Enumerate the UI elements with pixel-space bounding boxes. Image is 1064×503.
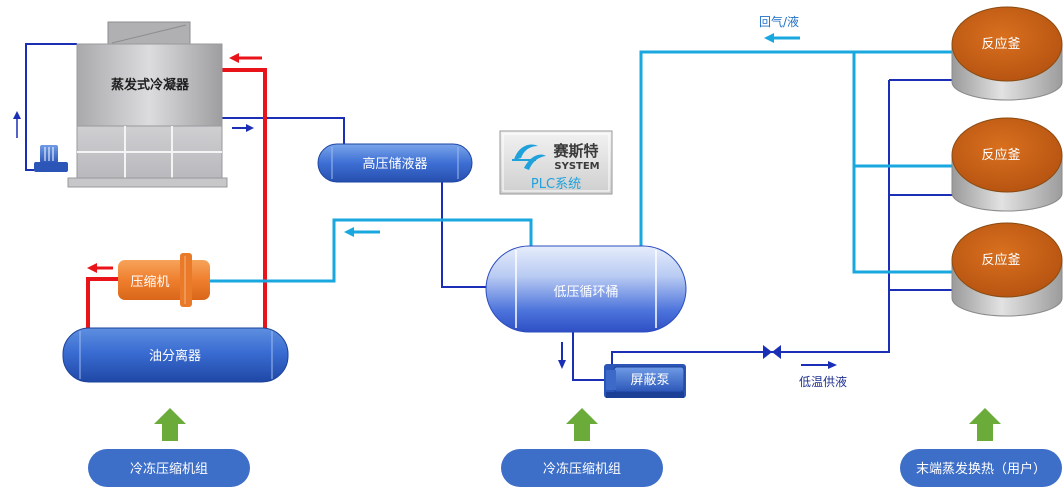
logo-brand: 赛斯特 (552, 142, 598, 160)
return-arrow-icon (764, 33, 800, 43)
condensate-arrow-icon (232, 124, 254, 132)
logo-subtitle: PLC系统 (531, 177, 581, 192)
evaporative-condenser: 蒸发式冷凝器 (67, 21, 228, 188)
oil-separator-label: 油分离器 (149, 348, 201, 364)
discharge-arrow-icon (87, 263, 113, 273)
flow-arrows (13, 33, 837, 369)
condenser-label: 蒸发式冷凝器 (111, 77, 190, 93)
canned-pump: 屏蔽泵 (604, 364, 686, 398)
reactor-2: 反应釜 (951, 117, 1063, 212)
drum-to-pump-pipe (572, 330, 607, 381)
receiver-label: 高压储液器 (362, 156, 427, 172)
logo-brand-en: SYSTEM (554, 161, 599, 172)
group-pill-left: 冷冻压缩机组 (88, 449, 250, 487)
group-arrow-middle-icon (566, 408, 598, 441)
hot-gas-arrow-icon (229, 53, 262, 63)
group-right-label: 末端蒸发换热（用户） (916, 461, 1046, 477)
reactor-2-label: 反应釜 (981, 147, 1020, 163)
reactor-1: 反应釜 (951, 6, 1063, 101)
suction-pipe (210, 218, 533, 283)
oil-separator: 油分离器 (62, 327, 289, 383)
high-pressure-receiver: 高压储液器 (317, 143, 473, 183)
group-left-label: 冷冻压缩机组 (130, 461, 208, 477)
pipes (25, 43, 954, 381)
reactor-1-label: 反应釜 (981, 36, 1020, 52)
supply-arrow-icon (801, 361, 837, 369)
drum-outlet-arrow-icon (558, 342, 566, 369)
group-pill-right: 末端蒸发换热（用户） (900, 449, 1062, 487)
separator-to-condenser-pipe (222, 68, 267, 330)
suction-arrow-icon (344, 227, 380, 237)
system-logo-icon (512, 144, 546, 170)
compressor-label: 压缩机 (130, 274, 169, 290)
plc-logo: 赛斯特 SYSTEM PLC系统 (499, 130, 613, 195)
return-gas-liquid-label: 回气/液 (759, 14, 799, 29)
condenser-to-receiver-pipe (222, 117, 345, 144)
drum-label: 低压循环桶 (553, 285, 618, 300)
condenser-pump-icon (34, 145, 68, 172)
group-middle-label: 冷冻压缩机组 (543, 461, 621, 477)
group-pill-middle: 冷冻压缩机组 (501, 449, 663, 487)
supply-pipe (611, 80, 890, 364)
return-pipe (639, 50, 954, 274)
reactor-3: 反应釜 (951, 222, 1063, 317)
low-temp-supply-label: 低温供液 (799, 374, 847, 389)
reactor-3-label: 反应釜 (981, 252, 1020, 268)
low-pressure-drum: 低压循环桶 (485, 245, 687, 333)
compressor-to-separator-pipe (86, 277, 118, 330)
group-arrow-left-icon (154, 408, 186, 441)
valve-icon (763, 345, 781, 359)
compressor: 压缩机 (118, 253, 210, 307)
pump-label: 屏蔽泵 (630, 373, 669, 388)
condenser-loop-pipe (25, 43, 77, 171)
group-arrow-right-icon (969, 408, 1001, 441)
loop-up-arrow-icon (13, 111, 21, 138)
receiver-to-drum-pipe (441, 180, 487, 288)
